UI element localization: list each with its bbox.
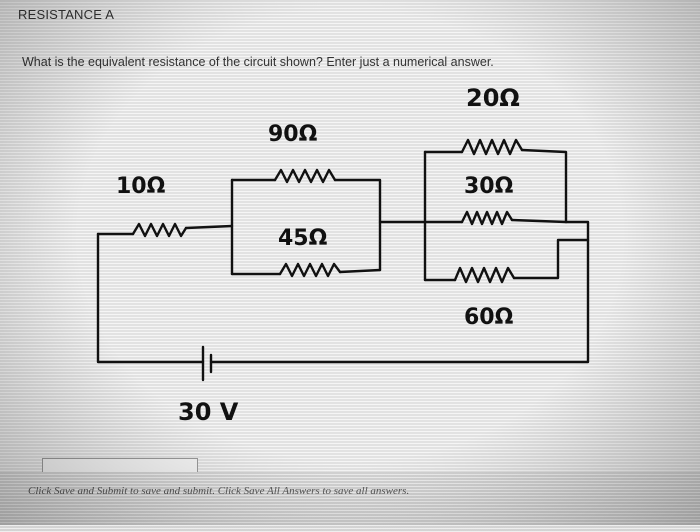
wire-10-right <box>184 224 234 230</box>
resistor-10 <box>131 222 188 238</box>
footer-instructions: Click Save and Submit to save and submit… <box>28 485 410 497</box>
wire-left <box>96 232 205 364</box>
resistor-20 <box>460 138 524 156</box>
wire-bottom <box>209 220 590 364</box>
label-10-ohm: 10Ω <box>116 174 166 199</box>
wire-30-right <box>510 218 568 224</box>
question-title: RESISTANCE A <box>18 7 115 22</box>
wire-60-right <box>512 238 590 280</box>
resistor-45 <box>278 262 342 278</box>
resistor-30 <box>460 210 514 226</box>
wire-45-bottom-right <box>338 268 382 274</box>
question-text: What is the equivalent resistance of the… <box>22 55 494 69</box>
label-60-ohm: 60Ω <box>464 305 514 330</box>
label-45-ohm: 45Ω <box>278 226 328 251</box>
wire-20-top-right <box>520 148 568 224</box>
label-30-ohm: 30Ω <box>464 174 514 199</box>
resistor-90 <box>273 168 337 184</box>
answer-input[interactable] <box>42 458 198 473</box>
wire-90-top-right <box>333 178 382 272</box>
label-90-ohm: 90Ω <box>268 122 318 147</box>
label-voltage: 30 V <box>178 398 239 426</box>
resistor-60 <box>453 266 516 284</box>
label-20-ohm: 20Ω <box>466 84 520 112</box>
footer-bar <box>0 472 700 532</box>
